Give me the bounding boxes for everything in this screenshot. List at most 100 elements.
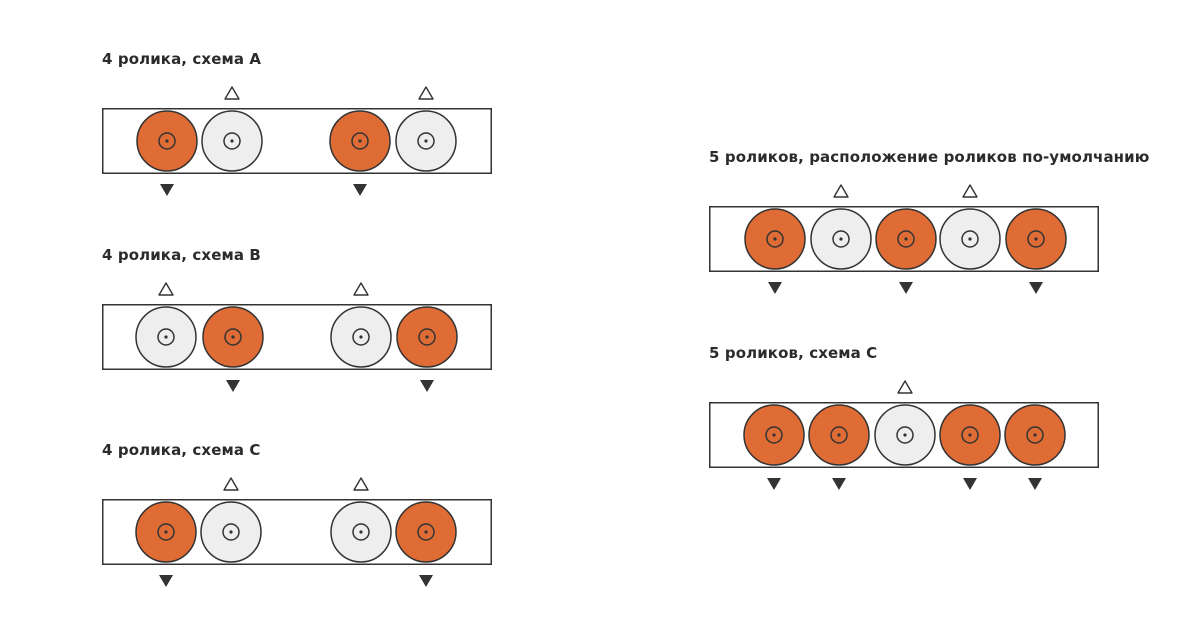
scheme-4-rollers-a: 4 ролика, схема A (102, 50, 492, 200)
filled-triangle-down-icon (768, 282, 782, 294)
scheme-title: 4 ролика, схема A (102, 50, 262, 68)
filled-triangle-down-icon (226, 380, 240, 392)
axle-ring-icon (417, 132, 435, 150)
axle-ring-icon (352, 328, 370, 346)
axle-ring-icon (418, 328, 436, 346)
axle-ring-icon (1026, 426, 1044, 444)
idle-roller (135, 306, 197, 368)
axle-dot-icon (164, 530, 168, 534)
driven-roller (875, 208, 937, 270)
axle-ring-icon (158, 132, 176, 150)
axle-dot-icon (359, 530, 363, 534)
open-triangle-up-icon (962, 184, 978, 198)
scheme-5-rollers-c: 5 роликов, схема C (709, 344, 1099, 494)
axle-dot-icon (229, 530, 233, 534)
axle-ring-icon (223, 132, 241, 150)
idle-roller (200, 501, 262, 563)
roller-frame-diagram (102, 86, 492, 196)
axle-dot-icon (904, 237, 908, 241)
roller-frame-diagram (709, 380, 1099, 490)
filled-triangle-down-icon (767, 478, 781, 490)
filled-triangle-down-icon (353, 184, 367, 196)
filled-triangle-down-icon (963, 478, 977, 490)
axle-ring-icon (417, 523, 435, 541)
filled-triangle-down-icon (1029, 282, 1043, 294)
axle-dot-icon (424, 139, 428, 143)
axle-dot-icon (837, 433, 841, 437)
filled-triangle-down-icon (899, 282, 913, 294)
driven-roller (744, 208, 806, 270)
driven-roller (1004, 404, 1066, 466)
axle-ring-icon (351, 132, 369, 150)
scheme-5-rollers-default: 5 роликов, расположение роликов по-умолч… (709, 148, 1159, 298)
idle-roller (330, 306, 392, 368)
driven-roller (1005, 208, 1067, 270)
scheme-title: 5 роликов, расположение роликов по-умолч… (709, 148, 1150, 166)
axle-dot-icon (772, 433, 776, 437)
idle-roller (395, 110, 457, 172)
filled-triangle-down-icon (420, 380, 434, 392)
axle-ring-icon (222, 523, 240, 541)
axle-ring-icon (961, 426, 979, 444)
axle-ring-icon (896, 426, 914, 444)
axle-dot-icon (903, 433, 907, 437)
axle-dot-icon (165, 139, 169, 143)
idle-roller (201, 110, 263, 172)
scheme-title: 5 роликов, схема C (709, 344, 878, 362)
axle-ring-icon (830, 426, 848, 444)
scheme-title: 4 ролика, схема C (102, 441, 261, 459)
idle-roller (874, 404, 936, 466)
open-triangle-up-icon (158, 282, 174, 296)
filled-triangle-down-icon (159, 575, 173, 587)
axle-dot-icon (358, 139, 362, 143)
scheme-title: 4 ролика, схема B (102, 246, 261, 264)
driven-roller (808, 404, 870, 466)
roller-frame-diagram (709, 184, 1099, 294)
axle-dot-icon (231, 335, 235, 339)
axle-dot-icon (968, 433, 972, 437)
axle-dot-icon (230, 139, 234, 143)
axle-dot-icon (1033, 433, 1037, 437)
open-triangle-up-icon (353, 282, 369, 296)
driven-roller (202, 306, 264, 368)
open-triangle-up-icon (353, 477, 369, 491)
axle-ring-icon (352, 523, 370, 541)
axle-dot-icon (968, 237, 972, 241)
driven-roller (939, 404, 1001, 466)
filled-triangle-down-icon (832, 478, 846, 490)
axle-dot-icon (1034, 237, 1038, 241)
open-triangle-up-icon (418, 86, 434, 100)
axle-ring-icon (1027, 230, 1045, 248)
idle-roller (330, 501, 392, 563)
axle-ring-icon (157, 523, 175, 541)
axle-dot-icon (773, 237, 777, 241)
axle-ring-icon (897, 230, 915, 248)
open-triangle-up-icon (897, 380, 913, 394)
axle-ring-icon (157, 328, 175, 346)
driven-roller (136, 110, 198, 172)
driven-roller (743, 404, 805, 466)
axle-dot-icon (425, 335, 429, 339)
axle-ring-icon (766, 230, 784, 248)
axle-dot-icon (424, 530, 428, 534)
axle-dot-icon (839, 237, 843, 241)
filled-triangle-down-icon (419, 575, 433, 587)
open-triangle-up-icon (833, 184, 849, 198)
open-triangle-up-icon (223, 477, 239, 491)
idle-roller (939, 208, 1001, 270)
roller-frame-diagram (102, 477, 492, 587)
driven-roller (395, 501, 457, 563)
axle-dot-icon (164, 335, 168, 339)
scheme-4-rollers-b: 4 ролика, схема B (102, 246, 492, 396)
driven-roller (396, 306, 458, 368)
idle-roller (810, 208, 872, 270)
axle-ring-icon (961, 230, 979, 248)
driven-roller (135, 501, 197, 563)
axle-ring-icon (832, 230, 850, 248)
axle-ring-icon (224, 328, 242, 346)
scheme-4-rollers-c: 4 ролика, схема C (102, 441, 492, 591)
driven-roller (329, 110, 391, 172)
axle-ring-icon (765, 426, 783, 444)
filled-triangle-down-icon (160, 184, 174, 196)
open-triangle-up-icon (224, 86, 240, 100)
